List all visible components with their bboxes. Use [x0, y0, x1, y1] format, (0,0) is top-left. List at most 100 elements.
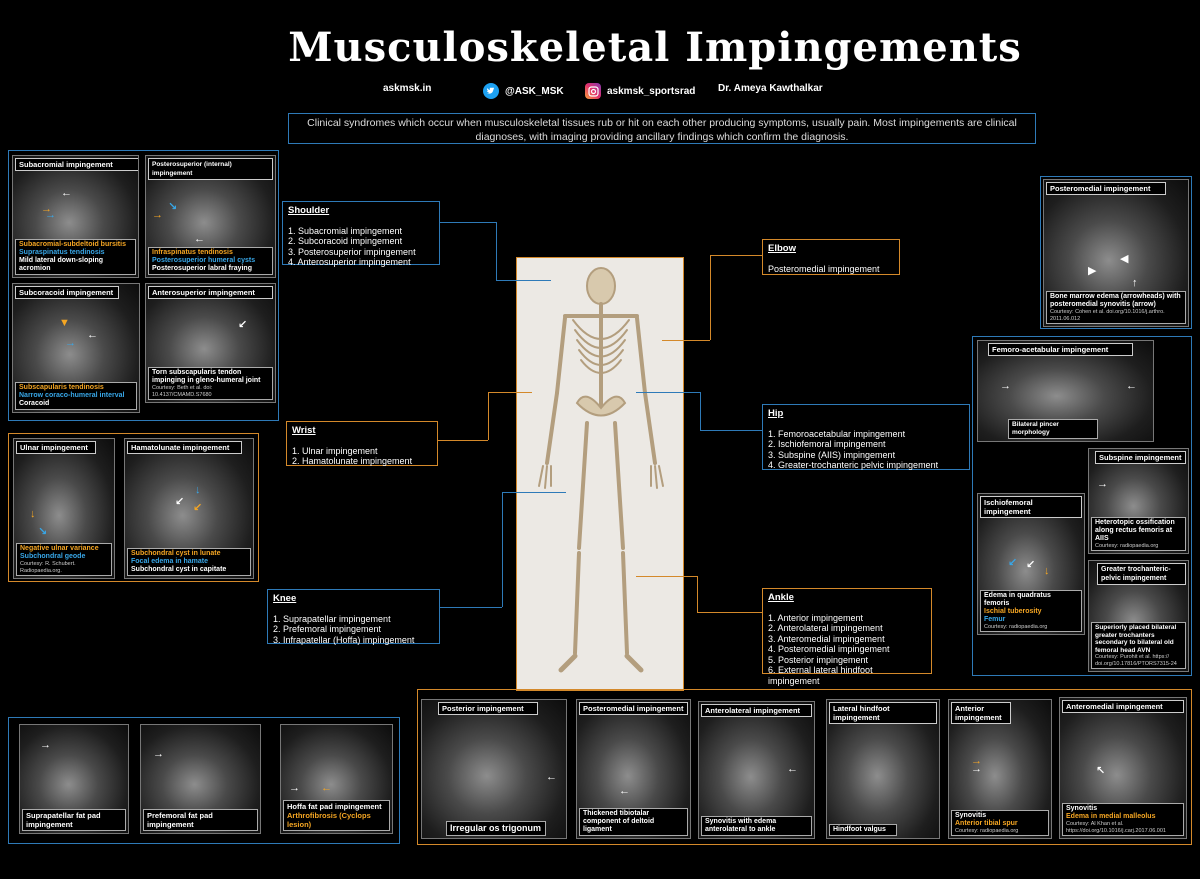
panel-title: Prefemoral fat pad impingement: [143, 809, 258, 831]
ankle-box: Ankle 1. Anterior impingement 2. Anterol…: [762, 588, 932, 686]
list-item: 2. Hamatolunate impingement: [292, 456, 413, 466]
suprapatellar-panel: → Suprapatellar fat pad impingement: [19, 724, 129, 834]
caption-line: Bilateral pincer morphology: [1008, 419, 1098, 439]
panel-title: Anteromedial impingement: [1062, 700, 1184, 713]
gtp-panel: Greater trochanteric-pelvic impingement …: [1088, 560, 1189, 672]
caption-line: Coracoid: [19, 400, 50, 407]
elbow-box: Elbow Posteromedial impingement: [762, 239, 900, 275]
panel-title: Anterolateral impingement: [701, 704, 812, 717]
instagram-icon: [585, 83, 601, 99]
caption-line: Synovitis: [955, 811, 987, 819]
anterosuperior-panel: Anterosuperior impingement ↙ Torn subsca…: [145, 283, 276, 403]
list-item: 1. Suprapatellar impingement: [273, 613, 391, 624]
caption-line: Femur: [984, 615, 1006, 623]
caption-line: Synovitis: [1066, 805, 1098, 812]
subacromial-panel: Subacromial impingement ← → → Subacromia…: [12, 155, 139, 278]
list-item: 2. Prefemoral impingement: [273, 624, 382, 634]
panel-title: Femoro-acetabular impingement: [988, 343, 1133, 356]
shoulder-panel-group: [8, 150, 279, 421]
caption-line: Courtesy: radiopaedia.org: [955, 827, 1019, 834]
panel-title: Anterosuperior impingement: [148, 286, 273, 299]
panel-title: Posterosuperior (internal) impingement: [148, 158, 273, 180]
caption-line: Irregular os trigonum: [446, 821, 546, 836]
list-item: 3. Anteromedial impingement: [768, 633, 885, 644]
caption-line: Bone marrow edema (arrowheads) with post…: [1050, 293, 1181, 308]
list-item: 2. Anterolateral impingement: [768, 623, 883, 633]
twitter-icon: [483, 83, 499, 99]
list-item: 4. Anterosuperior impingement: [288, 257, 411, 267]
caption-line: Synovitis with edema anterolateral to an…: [701, 816, 812, 836]
list-item: 3. Subspine (AIIS) impingement: [768, 449, 896, 460]
panel-title: Subcoracoid impingement: [15, 286, 119, 299]
elbow-pm-panel: Posteromedial impingement ◀ ▶ ↑ Bone mar…: [1043, 179, 1189, 327]
ischiofemoral-panel: Ischiofemoral impingement ↙ ↙ ↓ Edema in…: [977, 493, 1085, 635]
hoffa-panel: → ← Hoffa fat pad impingement Arthrofibr…: [280, 724, 393, 834]
wrist-box: Wrist 1. Ulnar impingement 2. Hamatoluna…: [286, 421, 438, 466]
list-item: 2. Subcoracoid impingement: [288, 236, 403, 246]
list-item: Posteromedial impingement: [768, 263, 880, 274]
anterolateral-panel: Anterolateral impingement ← Synovitis wi…: [698, 701, 815, 839]
caption-line: Edema in medial malleolus: [1066, 813, 1156, 820]
caption-line: Torn subscapularis tendon impinging in g…: [152, 369, 261, 384]
list-item: 3. Infrapatellar (Hoffa) impingement: [273, 634, 415, 645]
anterior-ankle-panel: Anterior impingement → → Synovitis Anter…: [948, 699, 1052, 839]
ankle-heading: Ankle: [768, 592, 794, 603]
knee-heading: Knee: [273, 593, 297, 604]
wrist-heading: Wrist: [292, 425, 316, 436]
caption-line: Subchondral cyst in lunate: [131, 550, 221, 557]
list-item: 1. Subacromial impingement: [288, 225, 403, 236]
hamatolunate-panel: Hamatolunate impingement ↓ ↙ ↙ Subchondr…: [124, 438, 254, 579]
caption-line: Ischial tuberosity: [984, 607, 1042, 615]
panel-title: Suprapatellar fat pad impingement: [22, 809, 126, 831]
posteromedial-ankle-panel: Posteromedial impingement ← Thickened ti…: [576, 699, 691, 839]
panel-title: Ischiofemoral impingement: [980, 496, 1082, 518]
caption-line: Subchondral geode: [20, 553, 86, 560]
instagram-link[interactable]: askmsk_sportsrad: [585, 83, 695, 99]
list-item: 4. Posteromedial impingement: [768, 644, 890, 654]
hip-panel-group: [972, 336, 1192, 676]
panel-title: Subspine impingement: [1095, 451, 1186, 464]
prefemoral-panel: → Prefemoral fat pad impingement: [140, 724, 261, 834]
caption-line: Infraspinatus tendinosis: [152, 249, 233, 256]
caption-line: Heterotopic ossification along rectus fe…: [1095, 518, 1175, 542]
panel-title: Posteromedial impingement: [1046, 182, 1166, 195]
twitter-link[interactable]: @ASK_MSK: [483, 83, 564, 99]
instagram-handle: askmsk_sportsrad: [607, 85, 696, 97]
caption-line: Thickened tibiotalar component of deltoi…: [579, 808, 688, 836]
ankle-panel-group: [417, 689, 1192, 845]
shoulder-box: Shoulder 1. Subacromial impingement 2. S…: [282, 201, 440, 267]
list-item: 1. Ulnar impingement: [292, 445, 378, 456]
shoulder-heading: Shoulder: [288, 205, 330, 216]
caption-line: Negative ulnar variance: [20, 545, 99, 552]
caption-line: Narrow coraco-humeral interval: [19, 392, 125, 399]
panel-title: Lateral hindfoot impingement: [829, 702, 937, 724]
elbow-heading: Elbow: [768, 243, 796, 254]
caption-line: Posterosuperior labral fraying: [152, 265, 252, 272]
page-title: Musculoskeletal Impingements: [288, 24, 1022, 71]
fai-panel: Femoro-acetabular impingement → ← Bilate…: [977, 340, 1154, 442]
wrist-panel-group: [8, 433, 259, 582]
anteromedial-panel: Anteromedial impingement ↖ Synovitis Ede…: [1059, 697, 1187, 839]
definition-box: Clinical syndromes which occur when musc…: [288, 113, 1036, 144]
caption-line: Courtesy: Beth et al. doi: 10.4137/CMAMD…: [152, 385, 213, 398]
caption-line: Subacromial-subdeltoid bursitis: [19, 241, 126, 248]
list-item: 1. Femoroacetabular impingement: [768, 428, 906, 439]
caption-line: Supraspinatus tendinosis: [19, 249, 105, 256]
caption-line: Posterosuperior humeral cysts: [152, 257, 256, 264]
hip-box: Hip 1. Femoroacetabular impingement 2. I…: [762, 404, 970, 470]
skeleton-illustration: [516, 257, 684, 691]
author-name: Dr. Ameya Kawthalkar: [718, 83, 823, 94]
site-label: askmsk.in: [383, 83, 432, 94]
elbow-panel-group: [1040, 176, 1192, 329]
caption-line: Edema in quadratus femoris: [984, 591, 1051, 607]
knee-box: Knee 1. Suprapatellar impingement 2. Pre…: [267, 589, 440, 645]
caption-line: Courtesy: Purohit et al. https:// doi.or…: [1095, 654, 1177, 667]
panel-title: Hamatolunate impingement: [127, 441, 242, 454]
caption-line: Hindfoot valgus: [829, 824, 897, 836]
list-item: 5. Posterior impingement: [768, 654, 869, 665]
subcoracoid-panel: Subcoracoid impingement ▼ ← → Subscapula…: [12, 283, 140, 413]
site-link[interactable]: askmsk.in: [383, 83, 431, 94]
caption-line: Hoffa fat pad impingement: [287, 802, 382, 811]
knee-panel-group: [8, 717, 400, 844]
posterosuperior-panel: Posterosuperior (internal) impingement ↘…: [145, 155, 276, 278]
